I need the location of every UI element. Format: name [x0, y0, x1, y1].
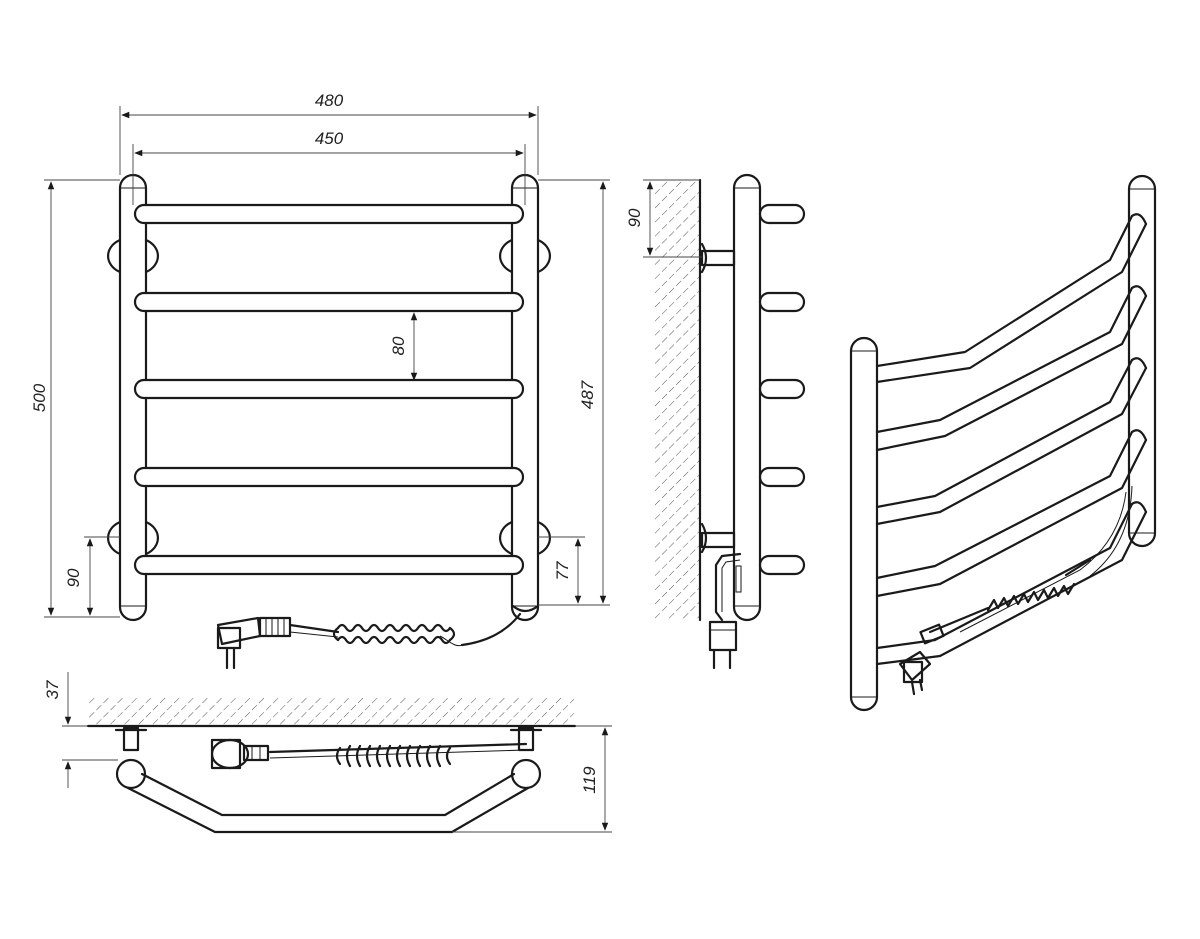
wall-mount-bottom-left: [107, 520, 122, 556]
top-right-post: [510, 758, 542, 790]
wall-mount-top-right: [499, 238, 514, 274]
top-left-post: [115, 758, 147, 790]
dim-bottom-to-mount: 90: [64, 568, 83, 587]
dim-rung-spacing: 80: [389, 336, 408, 355]
wall-hatch-top: [88, 696, 574, 726]
iso-front-post: [849, 336, 879, 712]
rung-1: [133, 203, 525, 225]
side-plug-icon: [708, 620, 738, 670]
iso-rung-1: [875, 213, 1148, 384]
side-rung-3: [758, 378, 806, 400]
wall-mount-top-left: [107, 238, 122, 274]
side-rung-1: [758, 203, 806, 225]
rung-3: [133, 378, 525, 400]
rung-4: [133, 466, 525, 488]
dim-bottom-offset: 77: [553, 561, 572, 580]
coiled-cable: [336, 623, 452, 645]
iso-rung-3: [875, 357, 1148, 526]
plug-icon: [216, 616, 292, 670]
rung-5: [133, 554, 525, 576]
wall-hatch-side: [655, 180, 699, 620]
side-post: [732, 173, 762, 622]
iso-back-post: [1127, 174, 1157, 548]
side-rung-2: [758, 291, 806, 313]
heating-element-cap: [511, 604, 540, 613]
dim-wall-top-mount: 90: [625, 208, 644, 227]
side-view: 90: [625, 173, 806, 670]
dim-wall-gap: 37: [43, 680, 62, 699]
dim-rail-spacing: 450: [315, 129, 344, 148]
iso-plug-icon: [898, 623, 945, 696]
iso-heating-element: [959, 491, 1127, 633]
dim-mount-height: 487: [578, 380, 597, 409]
top-plug-icon: [210, 738, 270, 770]
rung-2: [133, 291, 525, 313]
dim-overall-width: 480: [315, 91, 344, 110]
top-curved-rung-outer: [126, 786, 530, 834]
iso-rung-4: [875, 429, 1148, 598]
iso-rung-2: [875, 285, 1148, 452]
isometric-view: [849, 174, 1157, 712]
top-curved-rung-inner: [140, 772, 516, 817]
dim-overall-height: 500: [30, 383, 49, 412]
dim-depth: 119: [580, 766, 599, 794]
power-cord: [216, 612, 522, 670]
iso-coiled-cable: [986, 582, 1076, 612]
front-view: 480 450 500 90 80 487 77: [30, 91, 610, 670]
side-rung-5: [758, 554, 806, 576]
side-rung-4: [758, 466, 806, 488]
wall-mount-bottom-right: [499, 520, 514, 556]
top-view: 37 119: [43, 672, 612, 834]
